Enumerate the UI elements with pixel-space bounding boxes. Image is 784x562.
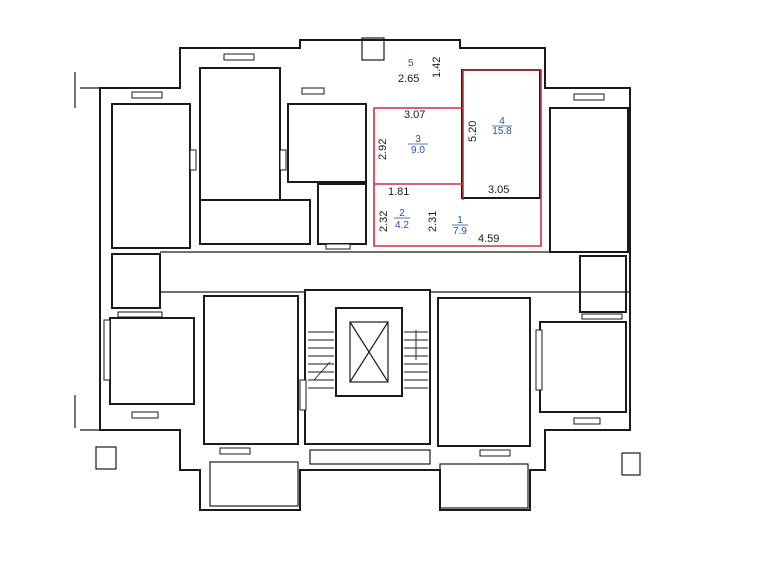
dim-2-65: 2.65 — [398, 73, 419, 85]
room-number-3: 3 — [415, 134, 421, 145]
room-left-5 — [317, 183, 367, 245]
room-number-5: 5 — [408, 58, 414, 69]
dim-2-31: 2.31 — [427, 211, 439, 232]
room-area-2: 4.2 — [395, 220, 409, 231]
stair-steps — [308, 330, 428, 389]
column-right — [621, 452, 641, 476]
dim-2-32: 2.32 — [378, 211, 390, 232]
room-area-4: 15.8 — [492, 126, 512, 137]
room-left-4 — [199, 199, 311, 245]
left-service-wall — [74, 72, 100, 431]
room-number-4: 4 — [499, 116, 505, 127]
room-left-1 — [111, 103, 191, 249]
top-shaft — [361, 37, 385, 61]
dim-1-81: 1.81 — [388, 186, 409, 198]
corridor — [160, 251, 630, 293]
room-area-1: 7.9 — [453, 226, 467, 237]
room-right-2 — [579, 255, 627, 313]
room-right-1 — [549, 107, 629, 253]
dim-5-20: 5.20 — [467, 121, 479, 142]
room-left-2 — [199, 67, 281, 201]
elevator-cabin — [349, 321, 389, 383]
elevator-shaft — [335, 307, 403, 397]
balcony-right — [439, 463, 529, 509]
room-left-6 — [111, 253, 161, 309]
room-number-2: 2 — [399, 208, 405, 219]
balcony-left — [209, 461, 299, 507]
elevator-cross — [349, 321, 389, 383]
dim-3-07: 3.07 — [404, 109, 425, 121]
room-right-4 — [437, 297, 531, 447]
outer-wall — [99, 39, 631, 511]
column-left — [95, 446, 117, 470]
dim-3-05: 3.05 — [488, 184, 509, 196]
room-left-3 — [287, 103, 367, 183]
room-right-3 — [539, 321, 627, 413]
room-number-1: 1 — [457, 215, 463, 226]
stair-core — [304, 289, 431, 445]
room-left-7 — [109, 317, 195, 405]
dim-2-92: 2.92 — [377, 139, 389, 160]
window-marks — [103, 53, 623, 457]
balcony-mid — [309, 449, 431, 465]
dim-1-42: 1.42 — [431, 57, 443, 78]
dim-4-59: 4.59 — [478, 233, 499, 245]
room-left-8 — [203, 295, 299, 445]
room-area-3: 9.0 — [411, 145, 425, 156]
